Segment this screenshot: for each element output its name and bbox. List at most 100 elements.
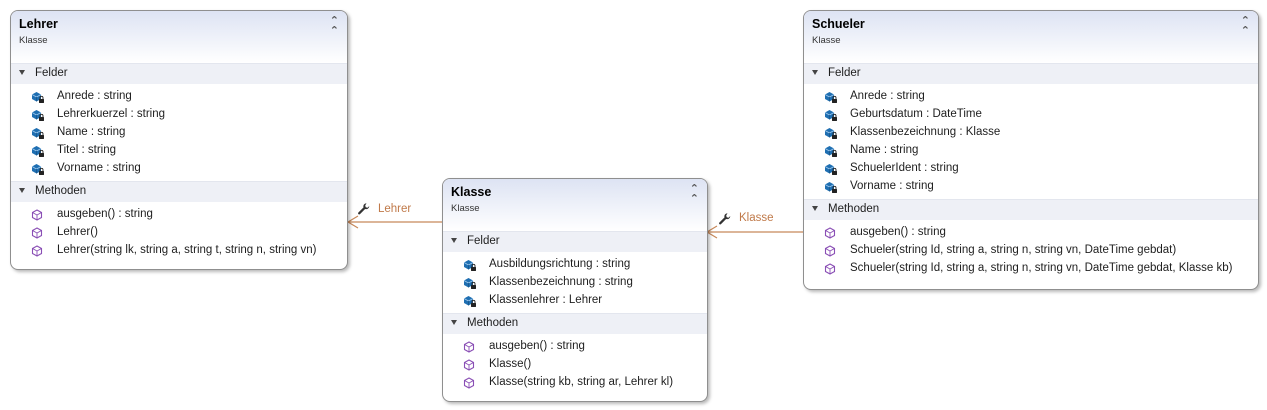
method-item[interactable]: ausgeben() : string [804,224,1258,242]
class-name: Schueler [812,17,865,31]
field-label: Lehrerkuerzel : string [57,108,166,120]
class-kind: Klasse [451,203,480,214]
method-icon [463,377,477,390]
field-label: Klassenbezeichnung : Klasse [850,126,1001,138]
arrowhead-lehrer [346,215,359,229]
field-label: Anrede : string [850,90,925,102]
collapse-chevron-icon[interactable]: ⌃⌃ [329,15,339,37]
private-field-icon [31,145,45,158]
collapse-chevron-icon[interactable]: ⌃⌃ [1240,15,1250,37]
field-label: Klassenbezeichnung : string [489,276,633,288]
methods-section-header[interactable]: Methoden [804,199,1258,220]
method-item[interactable]: Schueler(string Id, string a, string n, … [804,242,1258,260]
method-label: Lehrer(string lk, string a, string t, st… [57,244,317,256]
method-item[interactable]: Lehrer() [11,224,347,242]
private-field-icon [824,163,838,176]
section-label: Felder [35,67,68,79]
private-field-icon [463,277,477,290]
collapse-triangle-icon[interactable] [812,206,818,211]
private-field-icon [31,109,45,122]
private-field-icon [463,259,477,272]
method-label: Klasse() [489,358,532,370]
field-label: Vorname : string [850,180,934,192]
field-item[interactable]: Vorname : string [804,178,1258,196]
methods-section-header[interactable]: Methoden [11,181,347,202]
class-name: Lehrer [19,17,58,31]
method-item[interactable]: Schueler(string Id, string a, string n, … [804,260,1258,278]
method-item[interactable]: Klasse(string kb, string ar, Lehrer kl) [443,374,707,392]
collapse-triangle-icon[interactable] [812,70,818,75]
private-field-icon [824,127,838,140]
field-label: Ausbildungsrichtung : string [489,258,631,270]
field-item[interactable]: Klassenbezeichnung : Klasse [804,124,1258,142]
method-label: Klasse(string kb, string ar, Lehrer kl) [489,376,674,388]
method-item[interactable]: Lehrer(string lk, string a, string t, st… [11,242,347,260]
field-item[interactable]: Ausbildungsrichtung : string [443,256,707,274]
method-icon [463,341,477,354]
field-label: Name : string [850,144,919,156]
section-label: Methoden [828,203,880,215]
field-item[interactable]: Klassenbezeichnung : string [443,274,707,292]
method-label: Schueler(string Id, string a, string n, … [850,244,1177,256]
collapse-triangle-icon[interactable] [451,320,457,325]
field-label: SchuelerIdent : string [850,162,959,174]
method-label: ausgeben() : string [850,226,946,238]
method-item[interactable]: Klasse() [443,356,707,374]
fields-section-header[interactable]: Felder [11,63,347,84]
method-icon [824,263,838,276]
method-icon [31,245,45,258]
method-icon [463,359,477,372]
private-field-icon [824,109,838,122]
class-name: Klasse [451,185,492,199]
collapse-triangle-icon[interactable] [19,70,25,75]
field-item[interactable]: Titel : string [11,142,347,160]
method-item[interactable]: ausgeben() : string [443,338,707,356]
method-label: Lehrer() [57,226,98,238]
method-label: Schueler(string Id, string a, string n, … [850,262,1233,274]
field-item[interactable]: Geburtsdatum : DateTime [804,106,1258,124]
private-field-icon [824,91,838,104]
section-label: Felder [467,235,500,247]
field-item[interactable]: Klassenlehrer : Lehrer [443,292,707,310]
private-field-icon [463,295,477,308]
class-kind: Klasse [812,35,841,46]
collapse-chevron-icon[interactable]: ⌃⌃ [689,183,699,205]
field-item[interactable]: SchuelerIdent : string [804,160,1258,178]
fields-section-header[interactable]: Felder [804,63,1258,84]
field-item[interactable]: Anrede : string [11,88,347,106]
methods-section-header[interactable]: Methoden [443,313,707,334]
field-item[interactable]: Lehrerkuerzel : string [11,106,347,124]
method-item[interactable]: ausgeben() : string [11,206,347,224]
section-label: Methoden [467,317,519,329]
association-label-klasse[interactable]: Klasse [739,212,774,224]
field-item[interactable]: Name : string [804,142,1258,160]
field-label: Geburtsdatum : DateTime [850,108,982,120]
private-field-icon [31,91,45,104]
association-label-lehrer[interactable]: Lehrer [378,203,412,215]
field-item[interactable]: Vorname : string [11,160,347,178]
field-label: Name : string [57,126,126,138]
method-icon [31,227,45,240]
method-label: ausgeben() : string [57,208,153,220]
wrench-icon [358,203,370,215]
collapse-triangle-icon[interactable] [19,188,25,193]
section-label: Methoden [35,185,87,197]
private-field-icon [824,181,838,194]
field-label: Klassenlehrer : Lehrer [489,294,603,306]
class-kind: Klasse [19,35,48,46]
wrench-icon [719,213,731,225]
method-icon [31,209,45,222]
method-icon [824,245,838,258]
section-label: Felder [828,67,861,79]
field-item[interactable]: Anrede : string [804,88,1258,106]
collapse-triangle-icon[interactable] [451,238,457,243]
fields-section-header[interactable]: Felder [443,231,707,252]
field-item[interactable]: Name : string [11,124,347,142]
